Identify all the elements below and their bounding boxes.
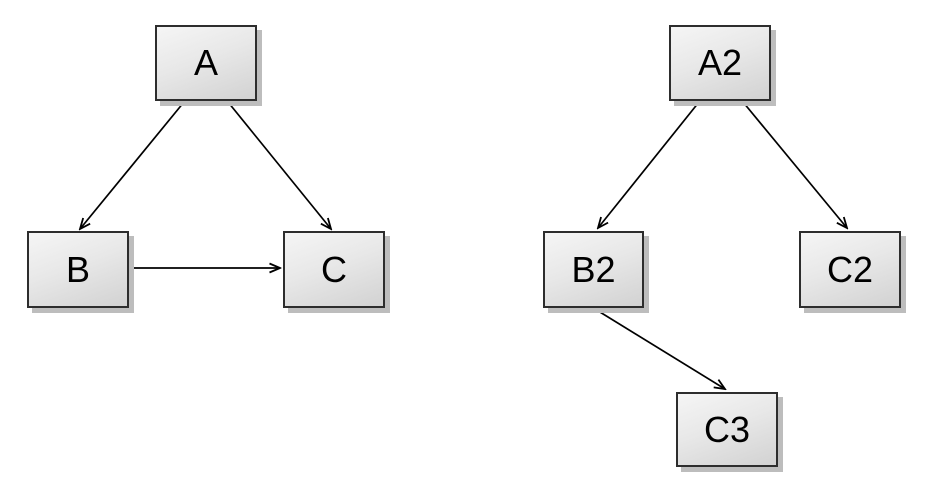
node-label: C3 (703, 408, 751, 450)
edge-A-B[interactable] (80, 101, 185, 229)
node-A[interactable]: A (155, 25, 257, 101)
edge-B2-C3[interactable] (594, 308, 725, 389)
node-label: B2 (571, 248, 616, 290)
node-C2[interactable]: C2 (799, 231, 901, 308)
node-C[interactable]: C (283, 231, 385, 308)
node-label: C (321, 248, 347, 290)
node-label: B (65, 248, 90, 290)
node-C3[interactable]: C3 (676, 392, 778, 467)
node-B[interactable]: B (27, 231, 129, 308)
edge-A2-C2[interactable] (742, 101, 847, 228)
node-label: C2 (826, 248, 874, 290)
edge-A2-B2[interactable] (598, 101, 700, 228)
node-B2[interactable]: B2 (543, 231, 644, 308)
node-A2[interactable]: A2 (669, 25, 771, 101)
edge-A-C[interactable] (227, 101, 331, 229)
node-label: A (193, 42, 218, 83)
node-label: A2 (697, 42, 743, 83)
